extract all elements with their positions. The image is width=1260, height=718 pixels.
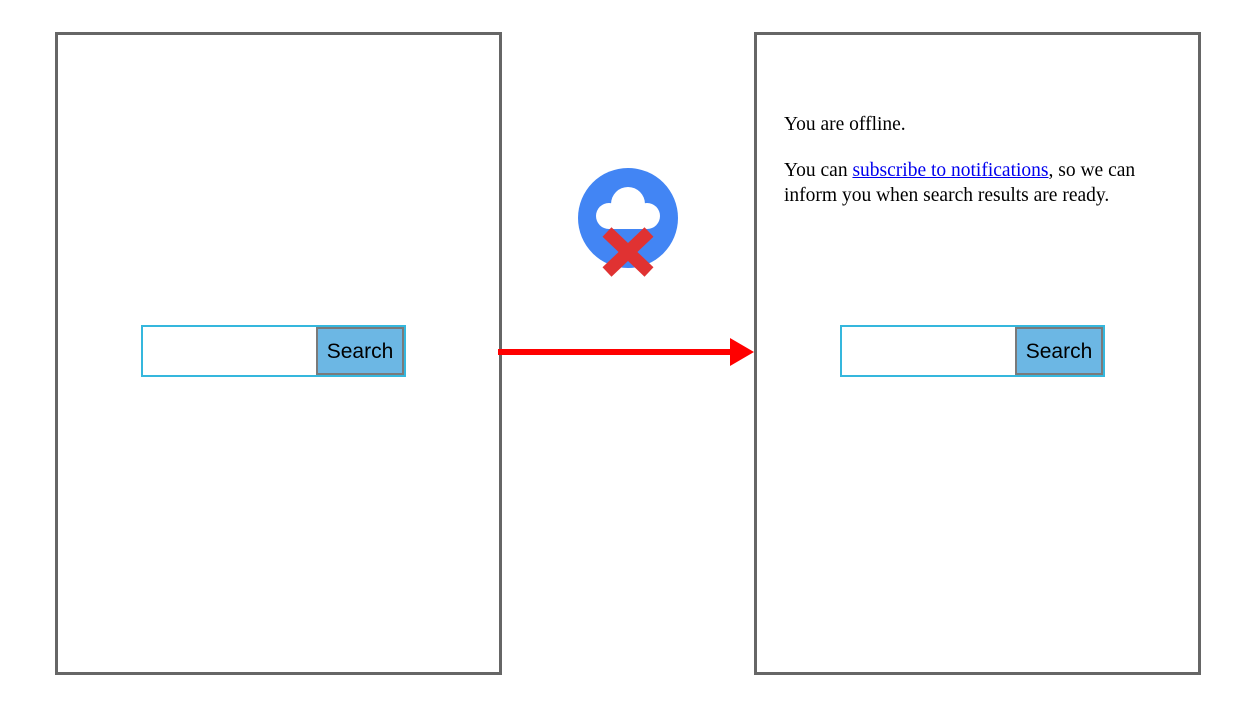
notify-prefix-text: You can [784,160,853,181]
search-input-before[interactable] [143,327,316,375]
search-widget-before[interactable]: Search [141,325,406,377]
cross-mark [602,227,654,277]
cloud-shape [596,187,660,229]
search-widget-offline[interactable]: Search [840,325,1105,377]
offline-status-text: You are offline. [784,114,906,135]
notify-suffix-text: , so we can inform you when search resul… [784,160,1136,206]
search-screen-offline-frame: You are offline. You can subscribe to no… [754,32,1201,675]
offline-cloud-icon [574,166,682,278]
search-button-before[interactable]: Search [316,327,404,375]
search-button-offline[interactable]: Search [1015,327,1103,375]
offline-notify-text: You can subscribe to notifications, so w… [784,158,1158,208]
right-arrow-icon [498,338,754,366]
search-input-offline[interactable] [842,327,1015,375]
transition-arrow [498,330,760,374]
offline-cloud-glyph [578,168,678,277]
offline-message-block: You are offline. You can subscribe to no… [784,112,1158,208]
search-screen-before-frame: Search [55,32,502,675]
subscribe-to-notifications-link[interactable]: subscribe to notifications [852,160,1049,181]
